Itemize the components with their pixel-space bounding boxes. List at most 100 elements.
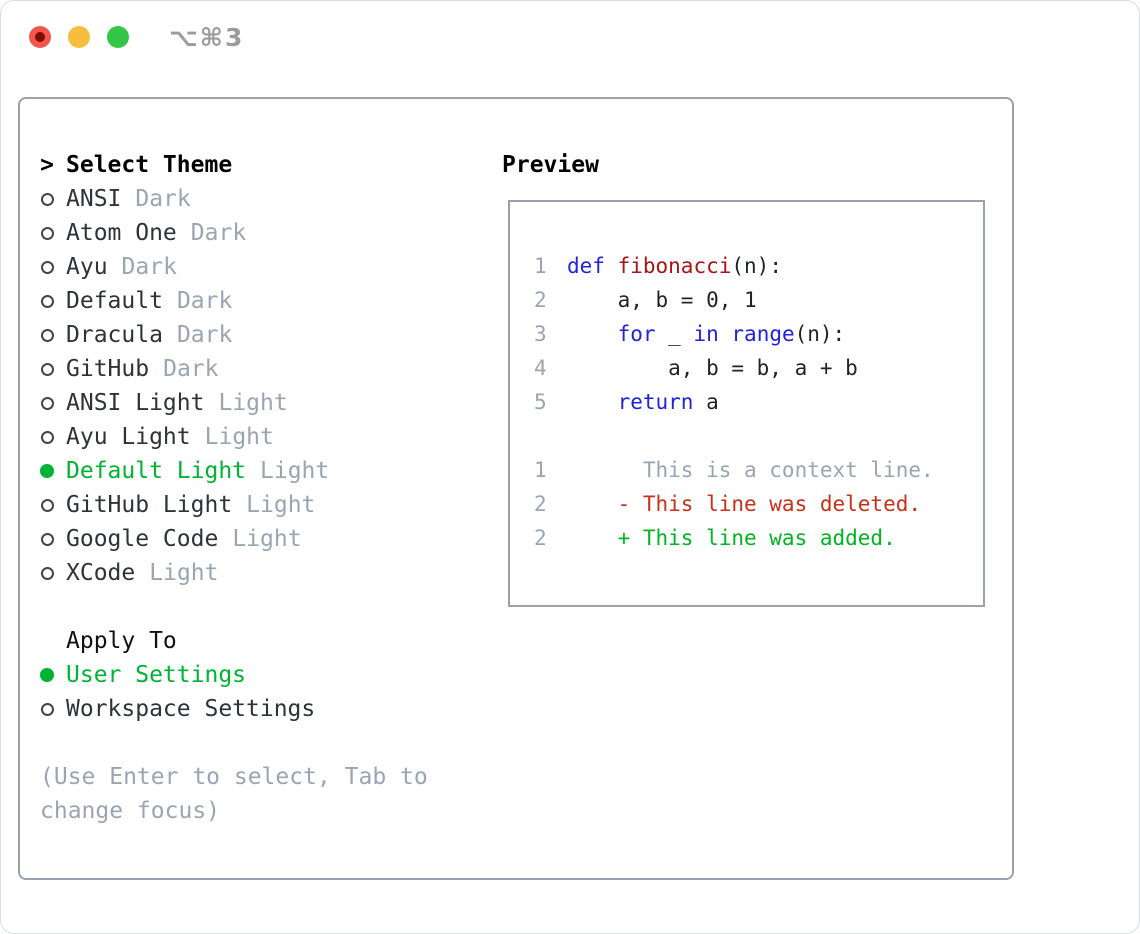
code-token: fibonacci <box>617 254 732 278</box>
theme-variant-label: Light <box>218 390 288 416</box>
theme-list-heading-row: > Select Theme <box>40 148 460 182</box>
window-title: ⌥⌘3 <box>169 22 245 52</box>
radio-unselected-icon <box>40 431 54 444</box>
apply-option-user-settings[interactable]: User Settings <box>40 658 460 692</box>
theme-variant-label: Dark <box>163 356 219 382</box>
line-number: 3 <box>534 322 547 346</box>
theme-option-default-light[interactable]: Default Light Light <box>40 454 460 488</box>
preview-heading: Preview <box>502 152 599 178</box>
code-token: (n): <box>731 254 782 278</box>
code-token: (n): <box>794 322 846 346</box>
radio-unselected-icon <box>40 261 54 274</box>
close-button[interactable] <box>29 26 51 48</box>
focus-caret-icon: > <box>40 152 54 178</box>
theme-variant-label: Dark <box>176 322 233 348</box>
theme-name-label: Atom One <box>66 220 177 246</box>
code-line <box>534 419 934 453</box>
radio-unselected-icon <box>40 567 54 580</box>
theme-option-xcode[interactable]: XCode Light <box>40 556 460 590</box>
code-line: 4 a, b = b, a + b <box>534 351 934 385</box>
theme-option-ayu[interactable]: Ayu Dark <box>40 250 460 284</box>
radio-unselected-icon <box>40 193 54 206</box>
theme-variant-label: Light <box>204 424 274 450</box>
theme-name-label: GitHub Light <box>66 492 233 518</box>
code-token: a <box>693 390 719 414</box>
line-number: 2 <box>534 526 547 550</box>
theme-variant-label: Dark <box>121 254 177 280</box>
theme-variant-label: Light <box>149 560 219 586</box>
code-line: 3 for _ in range(n): <box>534 317 934 351</box>
hint-text: (Use Enter to select, Tab to change focu… <box>40 764 428 824</box>
theme-name-label: ANSI Light <box>66 390 205 416</box>
radio-unselected-icon <box>40 703 54 716</box>
radio-unselected-icon <box>40 295 54 308</box>
code-line: 1 def fibonacci(n): <box>534 249 934 283</box>
theme-name-label: GitHub <box>66 356 150 382</box>
theme-variant-label: Dark <box>176 288 233 314</box>
radio-unselected-icon <box>40 227 54 240</box>
minimize-button[interactable] <box>68 26 90 48</box>
radio-unselected-icon <box>40 499 54 512</box>
theme-variant-label: Light <box>232 526 302 552</box>
theme-option-dracula[interactable]: Dracula Dark <box>40 318 460 352</box>
code-token <box>605 254 618 278</box>
code-token <box>719 322 732 346</box>
titlebar: ⌥⌘3 <box>29 23 244 52</box>
apply-option-workspace-settings[interactable]: Workspace Settings <box>40 692 460 726</box>
code-token: for <box>617 322 656 346</box>
radio-unselected-icon <box>40 363 54 376</box>
code-token: a, b = b, a + b <box>567 356 858 380</box>
theme-variant-label: Dark <box>135 186 191 212</box>
theme-option-google-code[interactable]: Google Code Light <box>40 522 460 556</box>
theme-name-label: Default Light <box>66 458 247 484</box>
code-line: 2 + This line was added. <box>534 521 934 555</box>
spacer <box>40 726 460 760</box>
code-token: - This line was deleted. <box>567 492 922 516</box>
theme-name-label: XCode <box>66 560 136 586</box>
code-token <box>567 390 618 414</box>
code-token: in <box>693 322 719 346</box>
theme-variant-label: Light <box>260 458 330 484</box>
code-token: a, b = 0, 1 <box>567 288 757 312</box>
code-token: _ <box>655 322 694 346</box>
code-token <box>567 322 618 346</box>
radio-unselected-icon <box>40 397 54 410</box>
code-line: 5 return a <box>534 385 934 419</box>
line-number: 1 <box>534 254 547 278</box>
theme-name-label: Google Code <box>66 526 219 552</box>
code-token: This is a context line. <box>567 458 934 482</box>
select-theme-heading: Select Theme <box>66 152 233 178</box>
theme-option-default[interactable]: Default Dark <box>40 284 460 318</box>
theme-option-github[interactable]: GitHub Dark <box>40 352 460 386</box>
radio-selected-icon <box>40 668 54 682</box>
line-number: 2 <box>534 288 547 312</box>
code-token: range <box>731 322 795 346</box>
theme-name-label: Dracula <box>66 322 163 348</box>
zoom-button[interactable] <box>107 26 129 48</box>
spacer <box>40 590 460 624</box>
theme-variant-label: Light <box>246 492 316 518</box>
theme-name-label: Default <box>66 288 163 314</box>
apply-to-heading-row: Apply To <box>40 624 460 658</box>
theme-option-ansi-light[interactable]: ANSI Light Light <box>40 386 460 420</box>
radio-selected-icon <box>40 464 54 478</box>
line-number: 2 <box>534 492 547 516</box>
theme-name-label: Ayu <box>66 254 108 280</box>
theme-option-github-light[interactable]: GitHub Light Light <box>40 488 460 522</box>
line-number: 4 <box>534 356 547 380</box>
apply-to-heading: Apply To <box>66 628 177 654</box>
line-number: 5 <box>534 390 547 414</box>
apply-option-label: Workspace Settings <box>66 696 316 722</box>
radio-unselected-icon <box>40 533 54 546</box>
code-line: 1 This is a context line. <box>534 453 934 487</box>
code-token: def <box>567 254 605 278</box>
